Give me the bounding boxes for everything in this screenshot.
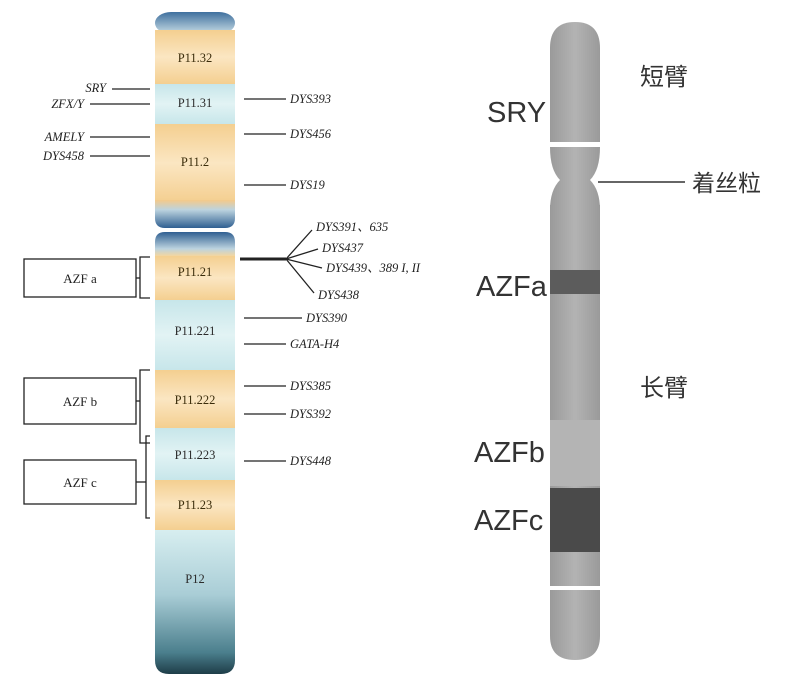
- marker-line: [285, 258, 323, 269]
- marker-label: DYS393: [289, 92, 331, 106]
- azf-c-label: AZF c: [63, 475, 97, 490]
- band-label: P11.21: [178, 265, 213, 279]
- band-p11-222: [155, 370, 235, 428]
- marker-label: DYS385: [289, 379, 331, 393]
- marker-label: DYS390: [305, 311, 348, 325]
- centromere-lower: [155, 232, 235, 256]
- marker-line: [285, 229, 313, 260]
- marker-label: ZFX/Y: [51, 97, 86, 111]
- azf-c-box: [23, 459, 137, 505]
- azfb-label: AZFb: [474, 437, 545, 469]
- marker-label: DYS437: [321, 241, 364, 255]
- distal-band: [550, 586, 600, 590]
- band-p11-221: [155, 300, 235, 370]
- marker-label: DYS438: [317, 288, 360, 302]
- band-label: P12: [185, 572, 204, 586]
- sry-label: SRY: [487, 97, 546, 129]
- centromere-upper: [155, 200, 235, 228]
- band-label: P11.32: [178, 51, 213, 65]
- band-label: P11.23: [178, 498, 213, 512]
- long-arm-label: 长臂: [640, 374, 688, 402]
- band-p11-2: [155, 124, 235, 202]
- azf-c-bracket: [145, 435, 150, 519]
- band-p11-223: [155, 428, 235, 480]
- centromere-label: 着丝粒: [692, 171, 761, 197]
- azf-b-box: [23, 377, 137, 425]
- right-markers: [240, 98, 323, 462]
- right-chromosome: [550, 22, 685, 660]
- band-label: P11.222: [175, 393, 216, 407]
- azfa-band: [550, 270, 600, 294]
- marker-label: AMELY: [44, 130, 86, 144]
- azfc-label: AZFc: [474, 505, 543, 537]
- short-arm-label: 短臂: [640, 63, 688, 91]
- marker-label: SRY: [85, 81, 108, 95]
- marker-label: DYS392: [289, 407, 331, 421]
- band-label: P11.223: [175, 448, 216, 462]
- band-p11-32: [155, 30, 235, 84]
- azfb-band: [550, 420, 600, 486]
- band-p11-21: [155, 256, 235, 300]
- marker-label: DYS458: [42, 149, 85, 163]
- azfa-label: AZFa: [476, 271, 548, 303]
- top-cap: [155, 12, 235, 34]
- marker-label: DYS19: [289, 178, 325, 192]
- band-label: P11.2: [181, 155, 209, 169]
- band-p12: [155, 530, 235, 674]
- band-p11-31: [155, 84, 235, 124]
- band-p11-23: [155, 480, 235, 530]
- left-chromosome: P11.32 P11.31 P11.2 P11.21 P11.221 P11.2…: [155, 12, 235, 674]
- marker-label: DYS439、389 I, II: [325, 261, 421, 275]
- azf-a-bracket: [139, 256, 150, 299]
- azf-brackets: [23, 256, 150, 519]
- azf-a-box: [23, 258, 137, 298]
- marker-label: DYS448: [289, 454, 332, 468]
- short-arm: [550, 22, 600, 142]
- marker-line: [285, 258, 315, 294]
- left-markers: [90, 88, 150, 157]
- azf-b-label: AZF b: [63, 394, 97, 409]
- marker-label: GATA-H4: [290, 337, 339, 351]
- marker-label: DYS391、635: [315, 220, 388, 234]
- azfc-band: [550, 488, 600, 552]
- azf-b-bracket: [139, 369, 150, 444]
- centromere-waist: [550, 147, 600, 210]
- band-label: P11.221: [175, 324, 216, 338]
- marker-label: DYS456: [289, 127, 332, 141]
- short-arm-band: [550, 142, 600, 147]
- band-label: P11.31: [178, 96, 213, 110]
- azf-a-label: AZF a: [63, 271, 97, 286]
- marker-line: [285, 248, 319, 260]
